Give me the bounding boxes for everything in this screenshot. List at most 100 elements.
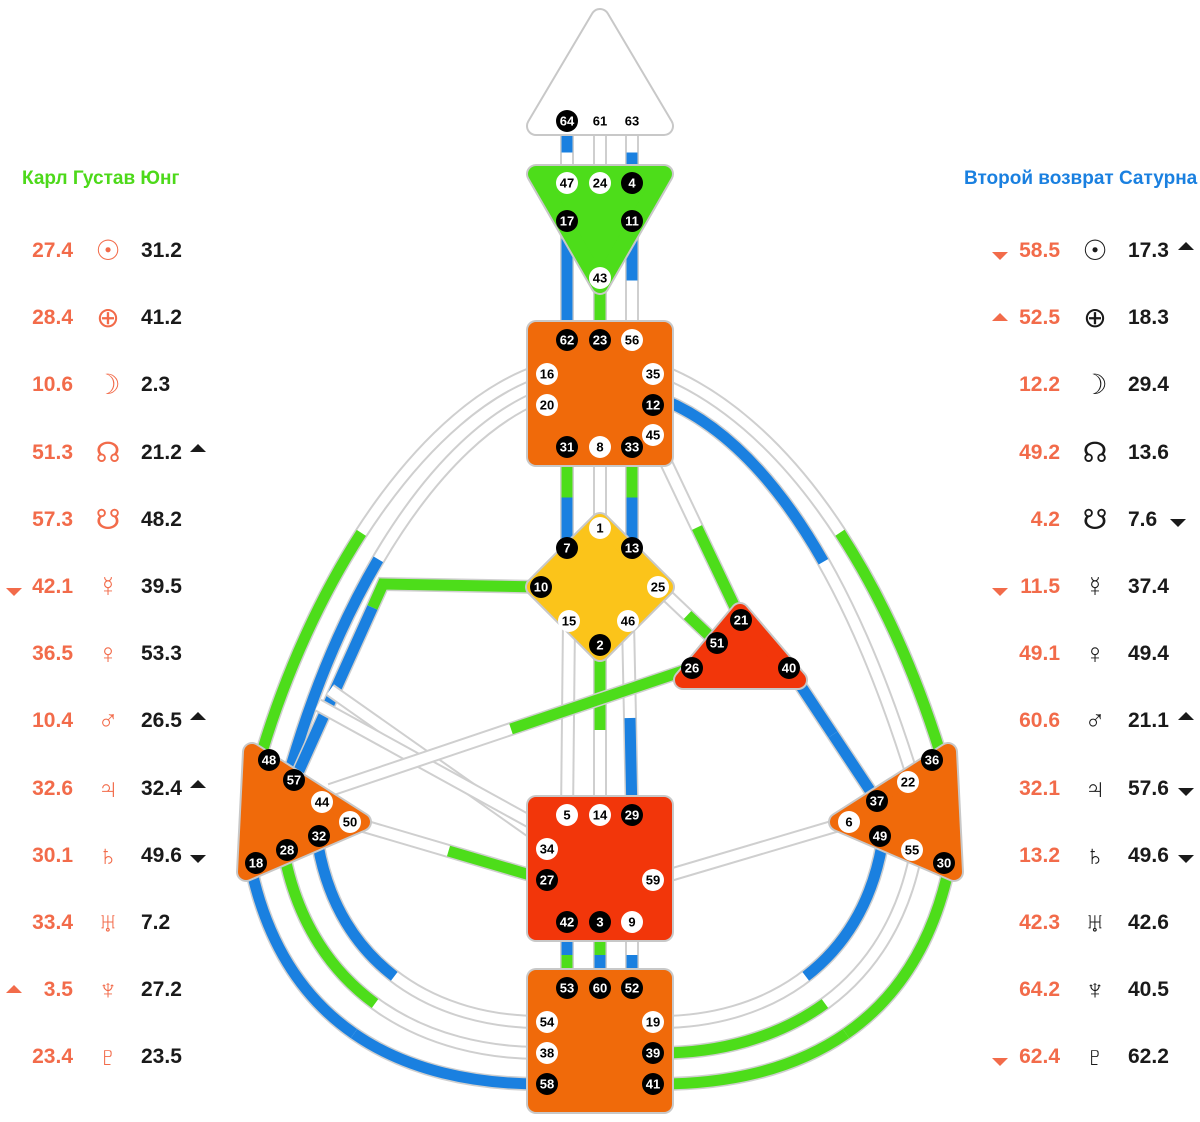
sacral-center[interactable] — [526, 795, 674, 942]
gate-31[interactable]: 31 — [556, 436, 578, 458]
channel-12-22[interactable] — [661, 393, 919, 778]
gate-14[interactable]: 14 — [589, 804, 611, 826]
gate-60[interactable]: 60 — [589, 977, 611, 999]
gate-24[interactable]: 24 — [589, 172, 611, 194]
personality-arrow-up-icon — [1178, 242, 1194, 250]
gate-63[interactable]: 63 — [621, 110, 643, 132]
mars-icon: ♂ — [1084, 705, 1106, 737]
gate-48[interactable]: 48 — [258, 749, 280, 771]
gate-16[interactable]: 16 — [536, 363, 558, 385]
gate-28[interactable]: 28 — [276, 839, 298, 861]
channel-18-58[interactable] — [245, 870, 541, 1091]
gate-15[interactable]: 15 — [558, 610, 580, 632]
gate-2[interactable]: 2 — [589, 634, 611, 656]
gate-17[interactable]: 17 — [556, 210, 578, 232]
channel-57-34[interactable] — [314, 698, 540, 832]
spleen-center[interactable] — [236, 742, 372, 882]
gate-33[interactable]: 33 — [621, 436, 643, 458]
gate-53[interactable]: 53 — [556, 977, 578, 999]
gate-38[interactable]: 38 — [536, 1042, 558, 1064]
gate-18[interactable]: 18 — [245, 852, 267, 874]
gate-44[interactable]: 44 — [311, 791, 333, 813]
gate-number: 33 — [625, 440, 639, 455]
channel-55-39[interactable] — [659, 856, 922, 1060]
gate-59[interactable]: 59 — [642, 869, 664, 891]
gate-64[interactable]: 64 — [556, 110, 578, 132]
channel-40-37[interactable] — [783, 664, 883, 805]
channel-50-27[interactable] — [348, 815, 549, 887]
gate-35[interactable]: 35 — [642, 363, 664, 385]
channel-35-36[interactable] — [661, 365, 947, 755]
channel-28-38[interactable] — [278, 856, 541, 1060]
jupiter-icon: ♃ — [97, 772, 119, 804]
gate-47[interactable]: 47 — [556, 172, 578, 194]
gate-46[interactable]: 46 — [617, 610, 639, 632]
gate-19[interactable]: 19 — [642, 1011, 664, 1033]
gate-37[interactable]: 37 — [866, 790, 888, 812]
design-value: 13.2 — [1019, 843, 1060, 867]
gate-4[interactable]: 4 — [621, 172, 643, 194]
head-center[interactable] — [526, 8, 674, 136]
gate-32[interactable]: 32 — [308, 825, 330, 847]
gate-13[interactable]: 13 — [621, 537, 643, 559]
gate-6[interactable]: 6 — [838, 811, 860, 833]
channel-6-59[interactable] — [651, 815, 851, 887]
channel-activation-green — [659, 856, 921, 1059]
g-center[interactable] — [525, 512, 675, 662]
channel-32-54[interactable] — [311, 843, 541, 1029]
gate-42[interactable]: 42 — [556, 911, 578, 933]
gate-9[interactable]: 9 — [621, 911, 643, 933]
gate-56[interactable]: 56 — [621, 329, 643, 351]
gate-number: 28 — [280, 843, 294, 858]
gate-49[interactable]: 49 — [869, 825, 891, 847]
gate-20[interactable]: 20 — [536, 394, 558, 416]
channel-15-5[interactable] — [560, 620, 576, 816]
gate-5[interactable]: 5 — [556, 804, 578, 826]
gate-39[interactable]: 39 — [642, 1042, 664, 1064]
gate-10[interactable]: 10 — [530, 576, 552, 598]
gate-54[interactable]: 54 — [536, 1011, 558, 1033]
gate-23[interactable]: 23 — [589, 329, 611, 351]
channel-16-48[interactable] — [255, 365, 539, 755]
gate-51[interactable]: 51 — [706, 632, 728, 654]
channel-26-44[interactable] — [327, 661, 695, 797]
gate-30[interactable]: 30 — [933, 852, 955, 874]
gate-45[interactable]: 45 — [642, 424, 664, 446]
gate-29[interactable]: 29 — [621, 804, 643, 826]
north-node-icon: ☊ — [95, 436, 121, 468]
gate-43[interactable]: 43 — [589, 267, 611, 289]
gate-1[interactable]: 1 — [589, 517, 611, 539]
gate-61[interactable]: 61 — [589, 110, 611, 132]
gate-57[interactable]: 57 — [283, 769, 305, 791]
gate-number: 30 — [937, 856, 951, 871]
solar-plexus-center[interactable] — [828, 742, 964, 882]
gate-22[interactable]: 22 — [897, 771, 919, 793]
gate-55[interactable]: 55 — [901, 839, 923, 861]
gate-21[interactable]: 21 — [730, 609, 752, 631]
personality-arrow-up-icon — [190, 712, 206, 721]
gate-27[interactable]: 27 — [536, 869, 558, 891]
gate-12[interactable]: 12 — [642, 394, 664, 416]
gate-52[interactable]: 52 — [621, 977, 643, 999]
gate-8[interactable]: 8 — [589, 436, 611, 458]
gate-11[interactable]: 11 — [621, 210, 643, 232]
gate-number: 12 — [646, 398, 660, 413]
gate-3[interactable]: 3 — [589, 911, 611, 933]
channel-30-41[interactable] — [659, 870, 955, 1091]
gate-25[interactable]: 25 — [647, 576, 669, 598]
gate-41[interactable]: 41 — [642, 1073, 664, 1095]
design-value: 64.2 — [1019, 978, 1060, 1002]
saturn-icon: ♄ — [97, 839, 119, 871]
gate-58[interactable]: 58 — [536, 1073, 558, 1095]
gate-50[interactable]: 50 — [339, 811, 361, 833]
channel-46-29[interactable] — [621, 620, 639, 816]
gate-34[interactable]: 34 — [536, 838, 558, 860]
channel-49-19[interactable] — [659, 843, 889, 1029]
gate-36[interactable]: 36 — [921, 749, 943, 771]
gate-7[interactable]: 7 — [556, 537, 578, 559]
gate-62[interactable]: 62 — [556, 329, 578, 351]
design-arrow-down-icon — [992, 588, 1008, 596]
gate-26[interactable]: 26 — [681, 657, 703, 679]
gate-40[interactable]: 40 — [778, 657, 800, 679]
channel-20-57[interactable] — [283, 391, 539, 772]
